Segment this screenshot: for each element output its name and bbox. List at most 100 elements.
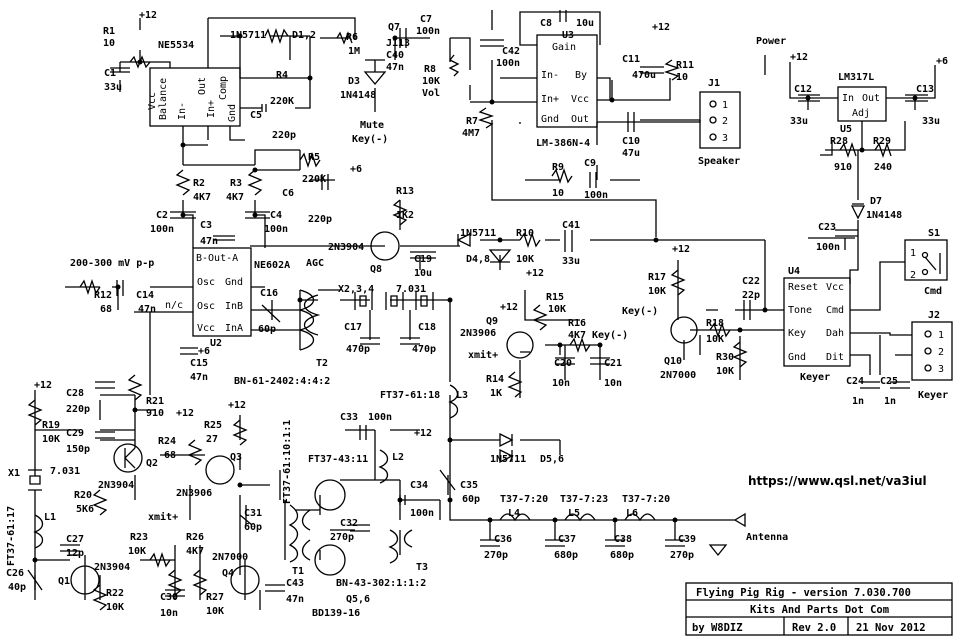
label-l98: 68 [100, 304, 112, 315]
label-l106: 7.031 [396, 284, 426, 295]
label-l219: T37-7:20 [622, 494, 670, 505]
label-l36: R11 [676, 60, 694, 71]
label-l142: C22 [742, 276, 760, 287]
label-l215: C35 [460, 480, 478, 491]
label-l211: C32 [340, 518, 358, 529]
label-l143: 22p [742, 290, 760, 301]
label-l116: +12 [526, 268, 544, 279]
label-l140: R30 [716, 352, 734, 363]
u2-pin-bout: B-Out-A [196, 253, 238, 264]
label-l152: +12 [34, 380, 52, 391]
label-l16: Q7 [388, 22, 400, 33]
label-l108: 470p [346, 344, 370, 355]
label-l74: 100n [150, 224, 174, 235]
label-l194: 2N7000 [212, 552, 248, 563]
label-l229: 680p [610, 550, 634, 561]
label-l169: X1 [8, 468, 20, 479]
u4-pin-vcc: Vcc [826, 282, 844, 293]
s1-pin-1: 1 [910, 248, 916, 259]
label-l81: 2N3904 [328, 242, 364, 253]
label-l52: +6 [936, 56, 948, 67]
u3-pin-inp: In+ [541, 94, 559, 105]
label-l136: R18 [706, 318, 724, 329]
j1-pin-2: 2 [722, 116, 728, 127]
u3-pin-by: By [575, 70, 587, 81]
label-l203: L3 [456, 390, 468, 401]
label-l207: FT37-43:11 [308, 454, 368, 465]
label-l103: C16 [260, 288, 278, 299]
j2-pin-1: 1 [938, 330, 944, 341]
u4-pin-gnd: Gnd [788, 352, 806, 363]
label-l58: R28 [830, 136, 848, 147]
label-l105: X2,3,4 [338, 284, 374, 295]
label-l110: 470p [412, 344, 436, 355]
u4-pin-dit: Dit [826, 352, 844, 363]
source-url: https://www.qsl.net/va3iul [748, 474, 927, 488]
label-l125: xmit+ [468, 349, 498, 361]
label-l185: xmit+ [148, 511, 178, 523]
label-l165: R24 [158, 436, 176, 447]
label-l51: LM317L [838, 72, 874, 83]
label-l100: 47n [138, 304, 156, 315]
label-l53: C12 [794, 84, 812, 95]
label-l141: 10K [716, 366, 734, 377]
label-l13: R6 [346, 32, 358, 43]
u4-pins: Reset Vcc Tone Cmd Key Dah Gnd Dit [788, 282, 844, 363]
label-l8: D1,2 [292, 30, 316, 41]
label-l223: Antenna [746, 532, 788, 543]
u1-pin-inp: In+ [206, 100, 217, 118]
u3-pin-out: Out [571, 114, 589, 125]
title-block-title: Flying Pig Rig - version 7.030.700 [696, 587, 911, 599]
label-l218: T37-7:23 [560, 494, 608, 505]
label-l177: C27 [66, 534, 84, 545]
label-l10: 220K [270, 96, 294, 107]
title-block-author: by W8DIZ [692, 622, 743, 634]
label-l7: 1N5711 [230, 30, 266, 41]
u3-pin-vcc: Vcc [571, 94, 589, 105]
label-l28: C8 [540, 18, 552, 29]
label-l12: 220p [272, 130, 296, 141]
u5-pin-adj: Adj [852, 108, 870, 119]
u2-pin-vcc: Vcc [197, 323, 215, 334]
label-l75: C3 [200, 220, 212, 231]
label-l115: BN-61-2402:4:4:2 [234, 376, 330, 387]
label-l18: 1N4148 [340, 90, 376, 101]
label-l198: C43 [286, 578, 304, 589]
label-l39: 4M7 [462, 128, 480, 139]
label-l84: 1N5711 [460, 228, 496, 239]
label-l201: T1 [292, 566, 304, 577]
label-l97: R12 [94, 290, 112, 301]
label-l57: 33u [922, 116, 940, 127]
label-l35: +12 [652, 22, 670, 33]
u3-pin-gnd: Gnd [541, 114, 559, 125]
label-l217: T37-7:20 [500, 494, 548, 505]
label-l11: C5 [250, 110, 262, 121]
label-l64: R2 [193, 178, 205, 189]
wires [34, 10, 936, 610]
label-l93: 100n [816, 242, 840, 253]
label-l171: 2N3904 [98, 480, 134, 491]
j2-pin-2: 2 [938, 347, 944, 358]
label-l2: R1 [103, 26, 115, 37]
label-l216: 60p [462, 494, 480, 505]
label-l70: +6 [350, 164, 362, 175]
j2-pin-3: 3 [938, 364, 944, 375]
u1-pin-gnd: Gnd [227, 104, 238, 122]
label-l158: 150p [66, 444, 90, 455]
label-l114: +6 [198, 346, 210, 357]
label-l196: C31 [244, 508, 262, 519]
label-l210: D5,6 [540, 454, 564, 465]
label-l78: 100n [264, 224, 288, 235]
u3-ic [536, 34, 598, 128]
u1-pins: Vcc Balance Out In+ Comp Gnd In- [147, 76, 238, 122]
label-l79: R13 [396, 186, 414, 197]
label-l95: Cmd [924, 286, 942, 297]
label-l104: 60p [258, 324, 276, 335]
label-l1: +12 [139, 10, 157, 21]
u3-pins: Gain In- By In+ Vcc Gnd Out [541, 42, 589, 125]
label-l235: BD139-16 [312, 608, 360, 619]
label-l71: C6 [282, 188, 294, 199]
label-l123: 4K7 [568, 330, 586, 341]
label-l86: 10K [516, 254, 534, 265]
title-block-revision: Rev 2.0 [792, 622, 836, 634]
